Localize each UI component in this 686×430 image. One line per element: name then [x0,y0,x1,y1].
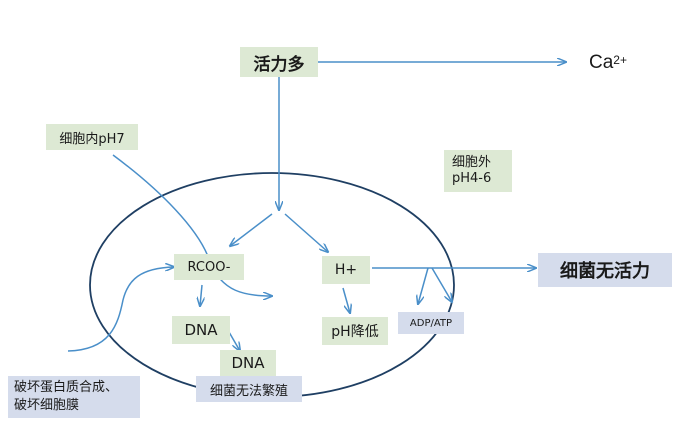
arrow-destroy-curve [67,267,174,352]
membrane-damage-line-1: 破坏蛋白质合成、 [14,380,119,395]
active-oxygen-node: 活力多 [240,47,318,77]
rcoo-node: RCOO- [174,254,244,280]
arrow-dna-to-damaged [228,331,240,351]
ph-drop-node: pH降低 [322,317,388,345]
arrow-hplus-to-ph [342,287,350,313]
arrow-to-adp-left [418,267,429,304]
arrow-to-hplus [284,213,328,252]
membrane-damage-line-2: 破坏细胞膜 [14,398,80,413]
arrow-to-rcoo [230,213,273,246]
adp-atp-node: ADP/ATP [398,312,464,334]
dna-node: DNA [172,316,230,344]
arrow-rcoo-to-dna [200,284,202,306]
bacteria-inactive-node: 细菌无活力 [538,253,672,287]
hplus-node: H+ [322,256,370,284]
extracellular-line-1: 细胞外 [452,155,492,170]
intracellular-ph-label: 细胞内pH7 [46,124,138,150]
calcium-base: Ca [589,52,614,73]
no-reproduction-node: 细菌无法繁殖 [196,376,302,402]
arrow-to-adp-right [431,267,452,302]
extracellular-ph-label: 细胞外 pH4-6 [444,150,512,192]
damaged-dna-node: DNA [220,350,276,376]
extracellular-line-2: pH4-6 [452,171,492,186]
membrane-damage-node: 破坏蛋白质合成、 破坏细胞膜 [8,376,140,418]
calcium-charge: 2+ [613,53,627,67]
